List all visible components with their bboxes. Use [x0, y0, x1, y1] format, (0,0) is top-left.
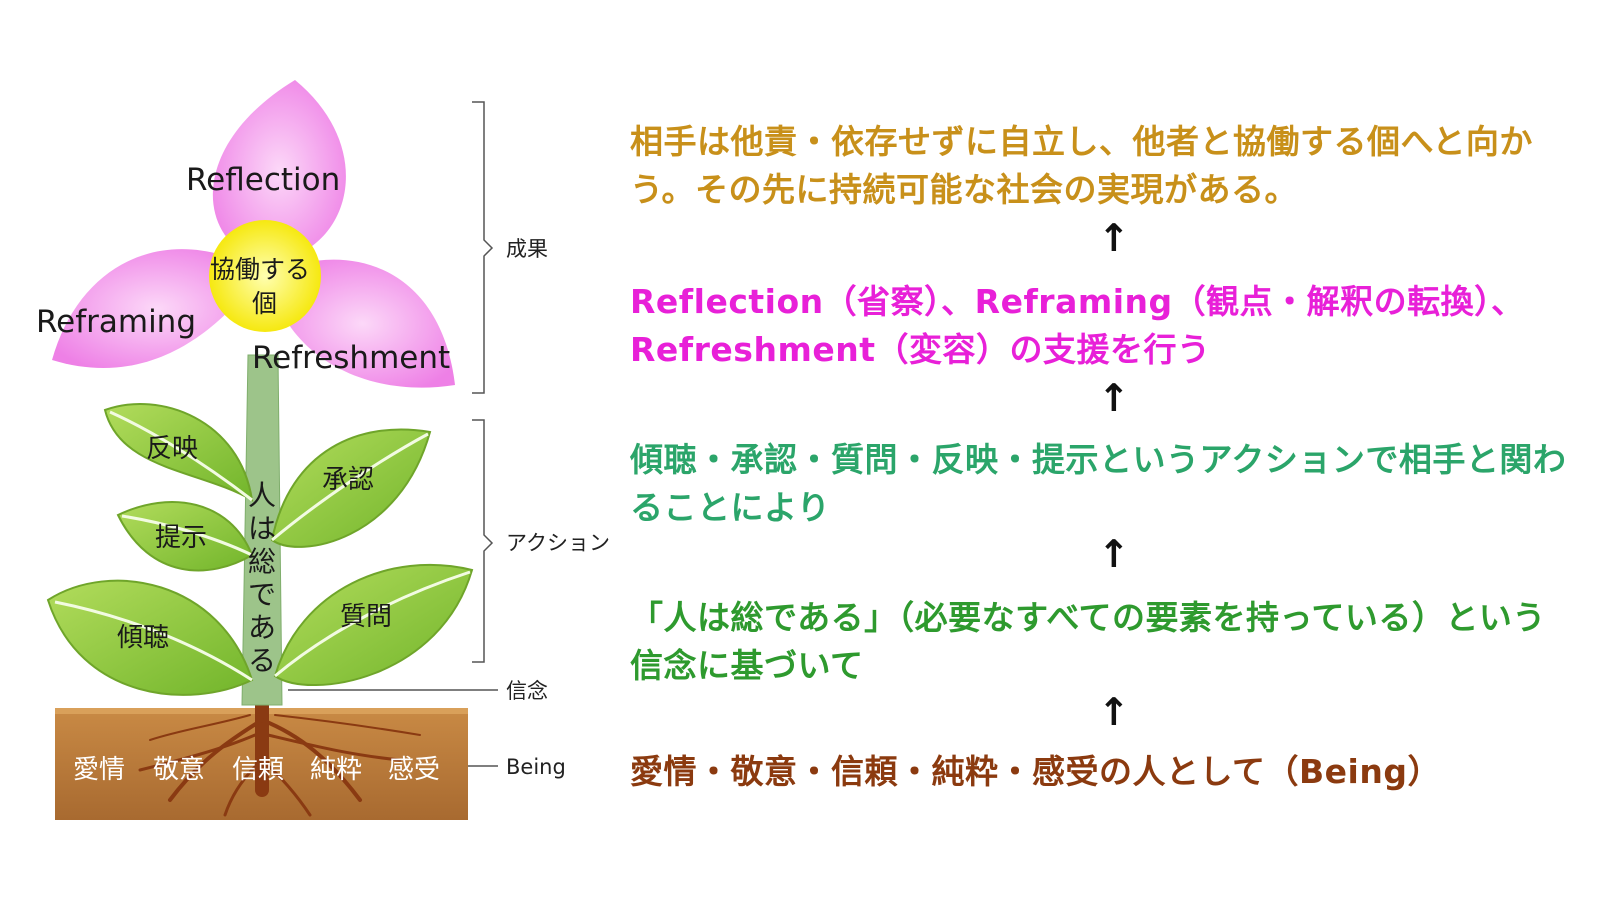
stem-char: は — [248, 512, 276, 545]
soil-word: 敬意 — [153, 755, 205, 785]
side-label-action: アクション — [506, 531, 610, 555]
label-reflection: Reflection — [186, 162, 340, 198]
soil-word: 愛情 — [73, 755, 125, 785]
being-text: 愛情・敬意・信頼・純粋・感受の人として（Being） — [630, 752, 1441, 791]
soil-word: 信頼 — [232, 755, 284, 785]
side-label-being: Being — [506, 755, 566, 779]
stem-char: 総 — [248, 545, 276, 578]
up-arrow: ↑ — [1098, 532, 1130, 576]
bracket-action — [472, 419, 494, 663]
leaf-question — [273, 563, 474, 687]
leaf-reflect — [103, 403, 254, 502]
label-center-line2: 個 — [252, 289, 277, 318]
support-text: Reflection（省察）、Reframing（観点・解釈の転換）、Refre… — [630, 282, 1525, 369]
stem-char: 人 — [248, 479, 276, 512]
leaf-approve — [270, 428, 432, 548]
soil-word: 感受 — [388, 755, 440, 785]
petal-top — [212, 80, 346, 262]
belief-text: 「人は総である」（必要なすべての要素を持っている）という信念に基づいて — [630, 598, 1546, 685]
flower-center — [209, 220, 321, 332]
label-propose: 提示 — [155, 523, 207, 553]
leaf-listen — [46, 579, 254, 696]
stem-char: あ — [248, 611, 276, 644]
label-listen: 傾聴 — [117, 623, 169, 653]
stem-char: で — [248, 578, 276, 611]
side-label-result: 成果 — [506, 237, 548, 261]
label-reframing: Reframing — [36, 304, 196, 340]
up-arrow: ↑ — [1098, 216, 1130, 260]
stem-text: 人 は 総 で あ る — [248, 479, 276, 677]
label-reflect: 反映 — [146, 434, 198, 464]
up-arrow: ↑ — [1098, 690, 1130, 734]
roots — [138, 698, 421, 817]
up-arrow: ↑ — [1098, 376, 1130, 420]
action-text: 傾聴・承認・質問・反映・提示というアクションで相手と関わることにより — [630, 440, 1567, 527]
leaf-propose — [116, 501, 254, 572]
label-approve: 承認 — [322, 465, 374, 495]
plant-diagram: Reflection Reframing Refreshment 協働する 個 … — [36, 80, 610, 820]
label-question: 質問 — [340, 602, 392, 632]
soil-word: 純粋 — [310, 755, 362, 785]
bracket-result — [472, 101, 494, 394]
label-refreshment: Refreshment — [252, 340, 450, 376]
stem-char: る — [248, 644, 276, 677]
side-label-belief: 信念 — [506, 679, 548, 703]
label-center-line1: 協働する — [210, 255, 310, 284]
goal-text: 相手は他責・依存せずに自立し、他者と協働する個へと向かう。その先に持続可能な社会… — [630, 122, 1533, 209]
stem — [241, 354, 283, 706]
